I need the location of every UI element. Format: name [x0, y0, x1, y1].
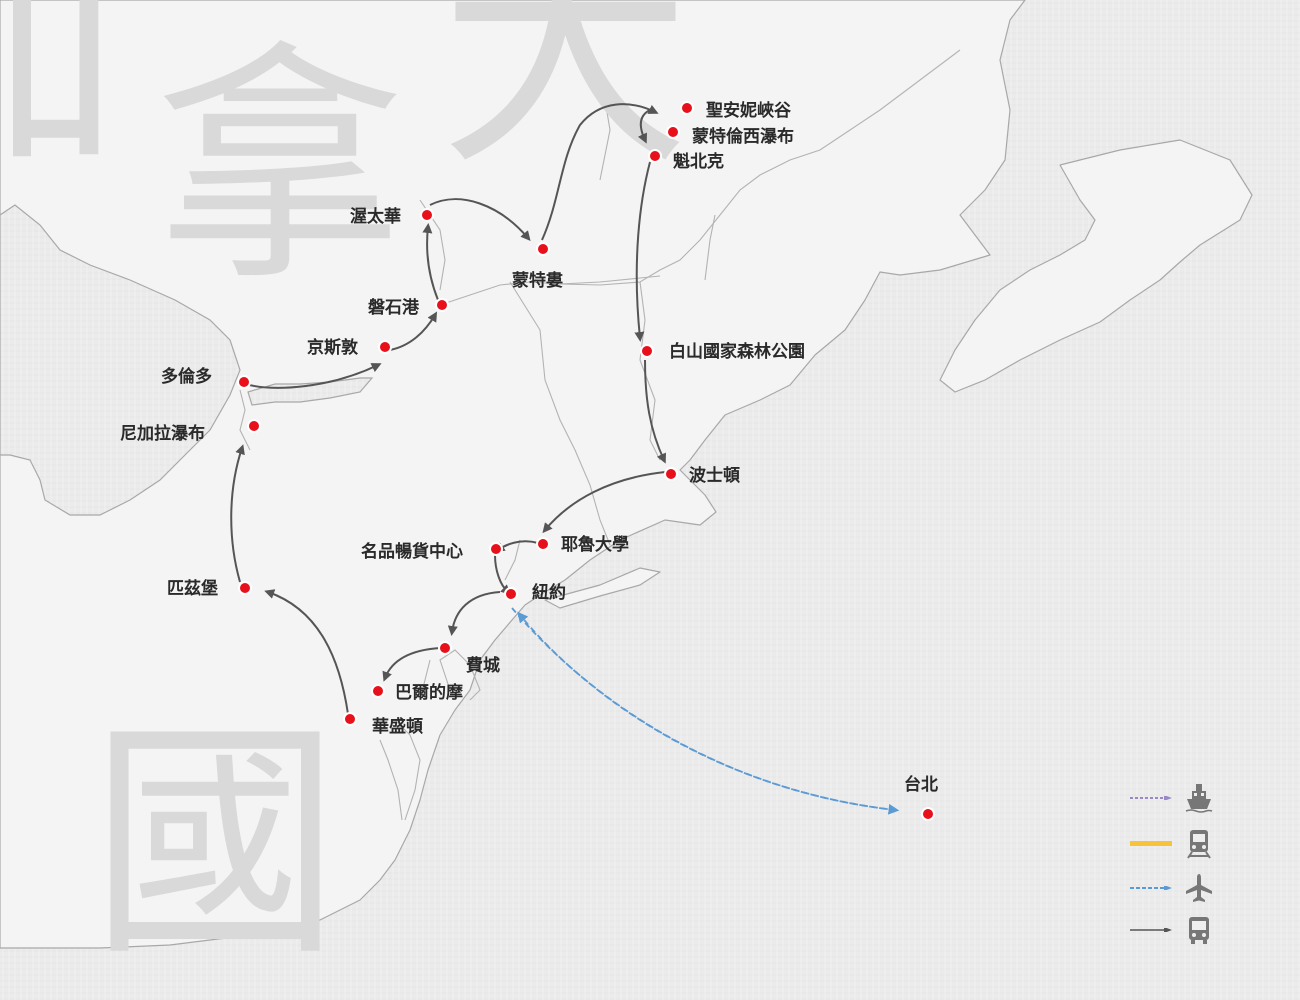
bus-icon [1189, 917, 1209, 944]
svg-text:加: 加 [0, 0, 120, 199]
city-label-pittsburgh[interactable]: 匹茲堡 [167, 579, 218, 599]
station-dot-ottawa[interactable] [420, 208, 434, 222]
airplane-icon [1186, 874, 1212, 902]
route-toronto-kingston [244, 363, 382, 389]
route-pittsburgh-niagara [230, 444, 245, 583]
station-dot-yale[interactable] [536, 537, 550, 551]
route-philadelphia-baltimore [382, 647, 441, 682]
svg-text:國: 國 [90, 698, 340, 989]
route-kingston-brockville [389, 311, 438, 351]
city-label-niagara[interactable]: 尼加拉瀑布 [120, 424, 205, 444]
route-whitemountain-boston [644, 359, 666, 464]
transport-legend [1125, 780, 1225, 950]
legend-row-train [1125, 825, 1225, 861]
train-route-swatch [1130, 841, 1172, 846]
route-newyork-taipei [517, 611, 896, 811]
city-label-quebec[interactable]: 魁北克 [673, 152, 724, 172]
station-dot-niagara[interactable] [247, 419, 261, 433]
city-label-taipei[interactable]: 台北 [904, 775, 938, 795]
station-dot-washington[interactable] [343, 712, 357, 726]
city-label-brockville[interactable]: 磐石港 [368, 298, 419, 318]
city-label-newyork[interactable]: 紐約 [532, 583, 566, 603]
route-quebec-whitemountain [634, 161, 651, 342]
legend-row-flight [1125, 870, 1225, 906]
city-label-baltimore[interactable]: 巴爾的摩 [395, 683, 463, 703]
city-label-yale[interactable]: 耶魯大學 [561, 535, 629, 555]
city-label-white-mountain[interactable]: 白山國家森林公園 [669, 342, 805, 362]
city-label-boston[interactable]: 波士頓 [689, 466, 740, 486]
city-label-washington[interactable]: 華盛頓 [372, 717, 423, 737]
station-dot-quebec[interactable] [648, 149, 662, 163]
city-label-ottawa[interactable]: 渥太華 [350, 207, 401, 227]
station-dot-montmorency[interactable] [666, 125, 680, 139]
station-dot-brockville[interactable] [435, 298, 449, 312]
city-label-toronto[interactable]: 多倫多 [161, 367, 212, 387]
station-dot-kingston[interactable] [378, 340, 392, 354]
svg-text:拿: 拿 [155, 23, 405, 314]
station-dot-outlets[interactable] [489, 542, 503, 556]
city-label-st-anne[interactable]: 聖安妮峽谷 [706, 101, 791, 121]
train-icon [1187, 830, 1211, 859]
route-brockville-ottawa [422, 223, 439, 301]
route-boston-yale [542, 471, 666, 534]
legend-row-bus [1125, 912, 1225, 948]
flight-routes [511, 607, 900, 815]
route-newyork-philadelphia [447, 591, 501, 636]
route-ottawa-montreal [429, 198, 531, 242]
legend-row-ship [1125, 780, 1225, 816]
land-masses [0, 0, 1253, 949]
city-label-kingston[interactable]: 京斯敦 [307, 338, 358, 358]
station-dot-philadelphia[interactable] [438, 641, 452, 655]
route-montreal-quebec [541, 103, 659, 241]
station-dot-taipei[interactable] [921, 807, 935, 821]
station-dot-montreal[interactable] [536, 242, 550, 256]
station-dots [237, 101, 935, 821]
station-dot-white-mountain[interactable] [640, 344, 654, 358]
svg-text:大: 大 [440, 0, 690, 199]
ship-icon [1185, 784, 1213, 813]
city-label-outlets[interactable]: 名品暢貨中心 [361, 542, 463, 562]
watermark: 加 拿 大 國 [0, 0, 690, 989]
station-dot-baltimore[interactable] [371, 684, 385, 698]
station-dot-newyork[interactable] [504, 587, 518, 601]
bus-route-swatch [1130, 928, 1172, 932]
station-dot-toronto[interactable] [237, 375, 251, 389]
city-label-montreal[interactable]: 蒙特婁 [512, 271, 563, 291]
route-stanne-montmorency [637, 109, 651, 144]
route-washington-pittsburgh [264, 589, 349, 715]
flight-route-swatch [1130, 886, 1172, 890]
station-dot-pittsburgh[interactable] [238, 581, 252, 595]
ship-route-swatch [1130, 796, 1172, 800]
lakes [0, 204, 374, 516]
station-dot-boston[interactable] [664, 467, 678, 481]
city-label-montmorency[interactable]: 蒙特倫西瀑布 [692, 127, 794, 147]
station-dot-st-anne[interactable] [680, 101, 694, 115]
city-label-philadelphia[interactable]: 費城 [466, 656, 500, 676]
bus-routes [230, 103, 666, 715]
